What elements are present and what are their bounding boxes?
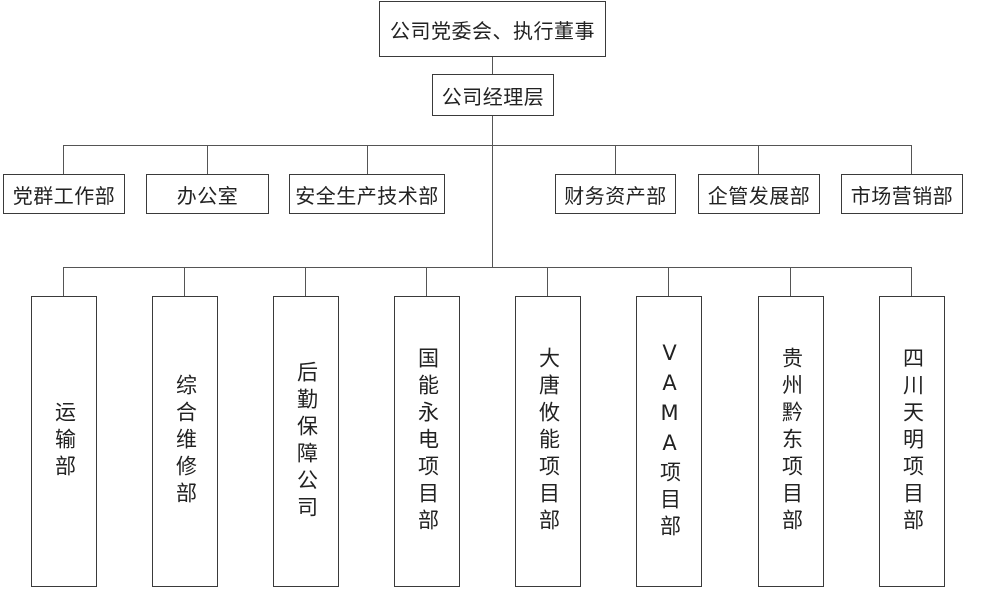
connector-unit-3 <box>305 267 307 296</box>
connector-management-trunk <box>492 115 494 268</box>
department-label: 办公室 <box>176 183 239 208</box>
unit-node: 四川天明项目部 <box>879 296 945 587</box>
connector-dept-1 <box>63 145 65 174</box>
unit-node: VAMA项目部 <box>636 296 702 587</box>
connector-unit-5 <box>547 267 549 296</box>
unit-label: 后勤保障公司 <box>294 360 319 523</box>
unit-label: 综合维修部 <box>173 374 198 509</box>
root-node-box: 公司党委会、执行董事 <box>379 1 606 57</box>
connector-unit-8 <box>911 267 913 296</box>
department-label: 财务资产部 <box>564 183 667 208</box>
connector-department-bus <box>63 145 912 147</box>
connector-unit-bus <box>63 267 912 269</box>
unit-node: 大唐攸能项目部 <box>515 296 581 587</box>
connector-unit-1 <box>63 267 65 296</box>
unit-node: 贵州黔东项目部 <box>758 296 824 587</box>
department-node: 办公室 <box>146 174 269 214</box>
unit-label: 四川天明项目部 <box>900 347 925 536</box>
connector-root-to-management <box>492 56 494 74</box>
connector-dept-5 <box>758 145 760 174</box>
management-node-box: 公司经理层 <box>432 74 554 116</box>
management-node-label: 公司经理层 <box>441 84 545 109</box>
connector-unit-2 <box>184 267 186 296</box>
department-node: 安全生产技术部 <box>289 174 445 214</box>
connector-unit-7 <box>790 267 792 296</box>
connector-dept-2 <box>207 145 209 174</box>
connector-unit-4 <box>426 267 428 296</box>
unit-label: 大唐攸能项目部 <box>536 347 561 536</box>
root-node-label: 公司党委会、执行董事 <box>390 18 595 43</box>
connector-dept-6 <box>911 145 913 174</box>
unit-node: 后勤保障公司 <box>273 296 339 587</box>
unit-label: 国能永电项目部 <box>415 347 440 536</box>
unit-label: 贵州黔东项目部 <box>779 347 804 536</box>
department-label: 安全生产技术部 <box>295 183 439 208</box>
department-node: 党群工作部 <box>3 174 125 214</box>
department-label: 企管发展部 <box>707 183 811 208</box>
connector-unit-6 <box>668 267 670 296</box>
department-label: 党群工作部 <box>12 183 116 208</box>
department-node: 财务资产部 <box>555 174 676 214</box>
unit-label: 运输部 <box>52 401 77 482</box>
connector-dept-4 <box>615 145 617 174</box>
department-node: 企管发展部 <box>698 174 820 214</box>
unit-node: 运输部 <box>31 296 97 587</box>
connector-dept-3 <box>367 145 369 174</box>
unit-node: 综合维修部 <box>152 296 218 587</box>
unit-label: VAMA项目部 <box>657 341 682 542</box>
department-label: 市场营销部 <box>850 183 954 208</box>
unit-node: 国能永电项目部 <box>394 296 460 587</box>
department-node: 市场营销部 <box>841 174 963 214</box>
